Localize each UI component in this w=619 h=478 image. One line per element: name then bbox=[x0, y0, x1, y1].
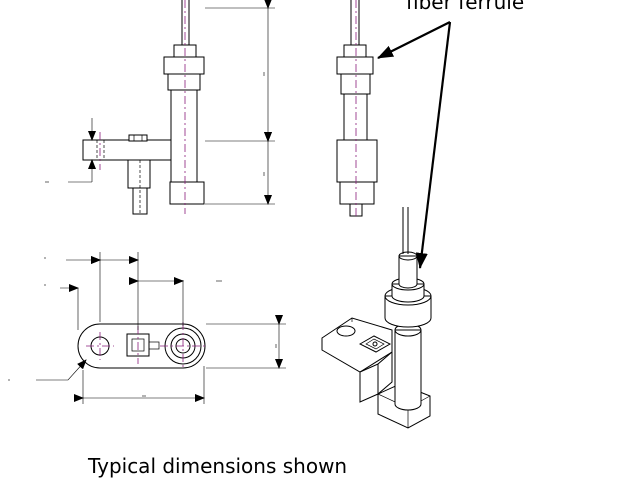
fiber-ferrule-label: fiber ferrule bbox=[406, 0, 525, 14]
caption-text: Typical dimensions shown bbox=[88, 454, 348, 478]
isometric-view bbox=[321, 207, 432, 429]
side-view bbox=[336, 0, 378, 218]
top-view bbox=[8, 252, 286, 404]
ferrule-callout-arrows bbox=[377, 21, 452, 269]
front-view bbox=[45, 0, 275, 215]
